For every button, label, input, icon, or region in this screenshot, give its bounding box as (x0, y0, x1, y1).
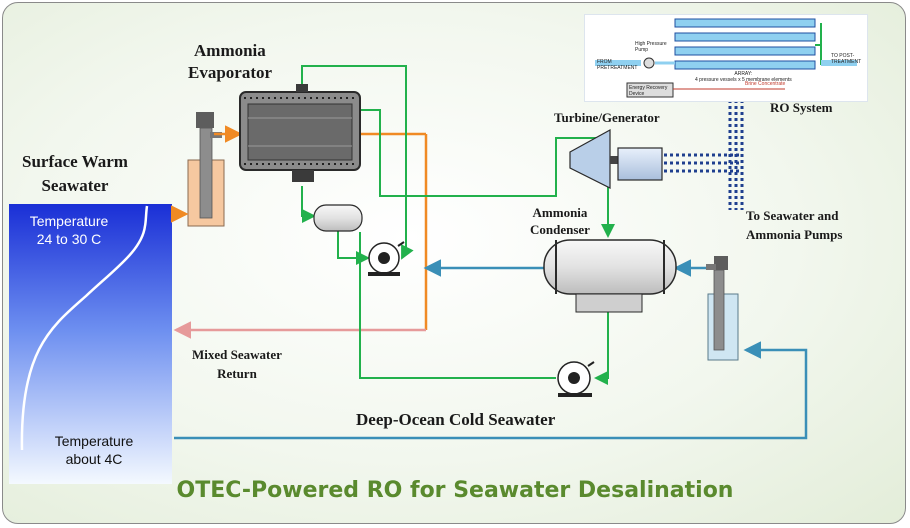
label-ammonia-evaporator: Ammonia Evaporator (188, 41, 273, 82)
diagram-title: OTEC-Powered RO for Seawater Desalinatio… (176, 478, 734, 503)
surface-temperature-box: Temperature 24 to 30 C (29, 213, 109, 247)
ammonia-pump (368, 241, 405, 276)
label-mixed-seawater-return: Mixed Seawater Return (192, 347, 282, 381)
label-surface-warm-seawater: Surface Warm Seawater (22, 152, 128, 195)
ammonia-separator-drum (313, 204, 363, 232)
turbine-generator-unit (569, 128, 663, 189)
label-ammonia-condenser: Ammonia Condenser (530, 205, 590, 237)
ro-energy-recovery: Energy Recovery Device (629, 85, 668, 97)
ro-to-post: TO POST- TREATMENT (831, 53, 862, 65)
ro-high-pressure-pump: High Pressure Pump (635, 41, 667, 53)
cold-water-lines (174, 259, 808, 440)
label-to-pumps: To Seawater and Ammonia Pumps (746, 208, 843, 242)
ro-system-image: FROM PRETREATMENT High Pressure Pump ARR… (584, 14, 868, 102)
ro-array-graphic (595, 18, 857, 98)
power-cables (664, 100, 744, 210)
cold-intake-pipe (706, 256, 728, 351)
temperature-profile-line (20, 205, 149, 451)
warm-water-lines (171, 125, 428, 330)
label-deep-ocean-cold: Deep-Ocean Cold Seawater (356, 410, 556, 429)
ro-brine-label: Brine Concentrate (745, 81, 786, 87)
ocean-column (9, 204, 172, 484)
ammonia-evaporator-unit (239, 84, 361, 182)
ro-from-pretreatment: FROM PRETREATMENT (597, 59, 638, 71)
ammonia-lines (301, 65, 615, 385)
label-ro-system: RO System (770, 100, 833, 115)
ammonia-condenser-unit (543, 239, 677, 313)
ro-pressure-vessels (674, 18, 816, 70)
ro-array-label: ARRAY: 4 pressure vessels x 5 membrane e… (695, 71, 792, 83)
label-turbine-generator: Turbine/Generator (554, 110, 660, 125)
deep-temperature-box: Temperature about 4C (54, 433, 134, 467)
cold-seawater-pump (557, 361, 595, 397)
